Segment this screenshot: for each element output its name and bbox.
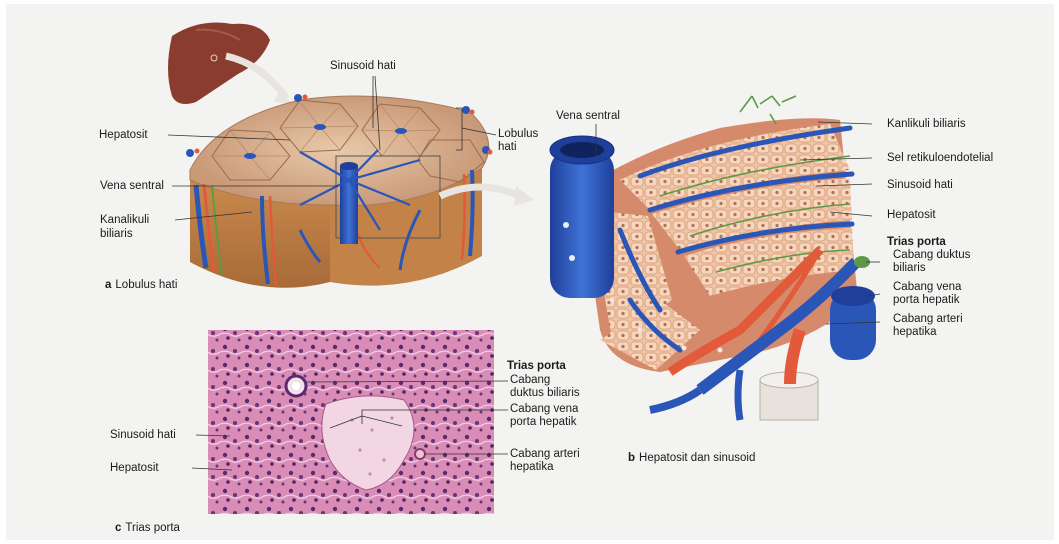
label-b-kanlikuli: Kanlikuli biliaris bbox=[887, 118, 966, 131]
caption-a-letter: a bbox=[105, 279, 111, 291]
caption-b: b Hepatosit dan sinusoid bbox=[628, 452, 755, 465]
label-a-sinusoid: Sinusoid hati bbox=[330, 60, 396, 73]
label-b-vena-sentral: Vena sentral bbox=[556, 110, 620, 123]
label-b-arteri-line1: Cabang arteri bbox=[893, 313, 963, 326]
label-c-arteri-line2: hepatika bbox=[510, 461, 553, 474]
caption-c-letter: c bbox=[115, 522, 121, 534]
caption-a: a Lobulus hati bbox=[105, 279, 177, 292]
label-a-lobulus-line2: hati bbox=[498, 141, 517, 154]
label-c-hepatosit: Hepatosit bbox=[110, 462, 159, 475]
label-a-vena-sentral: Vena sentral bbox=[100, 180, 164, 193]
label-a-lobulus-line1: Lobulus bbox=[498, 128, 538, 141]
caption-a-text: Lobulus hati bbox=[115, 279, 177, 291]
liver-organ bbox=[168, 23, 292, 105]
label-c-duktus-line1: Cabang bbox=[510, 374, 550, 387]
label-c-trias-title: Trias porta bbox=[507, 360, 566, 373]
label-c-vena-line1: Cabang vena bbox=[510, 403, 578, 416]
label-b-arteri-line2: hepatika bbox=[893, 326, 936, 339]
histology-micrograph bbox=[208, 330, 494, 514]
label-a-kanalikuli-line1: Kanalikuli bbox=[100, 214, 149, 227]
label-b-duktus-line2: biliaris bbox=[893, 262, 926, 275]
label-b-sinusoid: Sinusoid hati bbox=[887, 179, 953, 192]
label-b-trias-title: Trias porta bbox=[887, 236, 946, 249]
label-b-sel-retikuloendotelial: Sel retikuloendotelial bbox=[887, 152, 993, 165]
label-a-hepatosit: Hepatosit bbox=[99, 129, 148, 142]
label-c-sinusoid: Sinusoid hati bbox=[110, 429, 176, 442]
hepatocyte-block bbox=[550, 96, 876, 420]
lobule-block bbox=[186, 94, 534, 288]
label-c-duktus-line2: duktus biliaris bbox=[510, 387, 580, 400]
caption-c: c Trias porta bbox=[115, 522, 180, 535]
label-b-duktus-line1: Cabang duktus bbox=[893, 249, 970, 262]
label-c-arteri-line1: Cabang arteri bbox=[510, 448, 580, 461]
label-c-vena-line2: porta hepatik bbox=[510, 416, 577, 429]
label-b-vena-line1: Cabang vena bbox=[893, 281, 961, 294]
label-b-hepatosit: Hepatosit bbox=[887, 209, 936, 222]
label-b-vena-line2: porta hepatik bbox=[893, 294, 960, 307]
label-a-kanalikuli-line2: biliaris bbox=[100, 228, 133, 241]
caption-b-text: Hepatosit dan sinusoid bbox=[639, 452, 755, 464]
caption-c-text: Trias porta bbox=[125, 522, 180, 534]
caption-b-letter: b bbox=[628, 452, 635, 464]
